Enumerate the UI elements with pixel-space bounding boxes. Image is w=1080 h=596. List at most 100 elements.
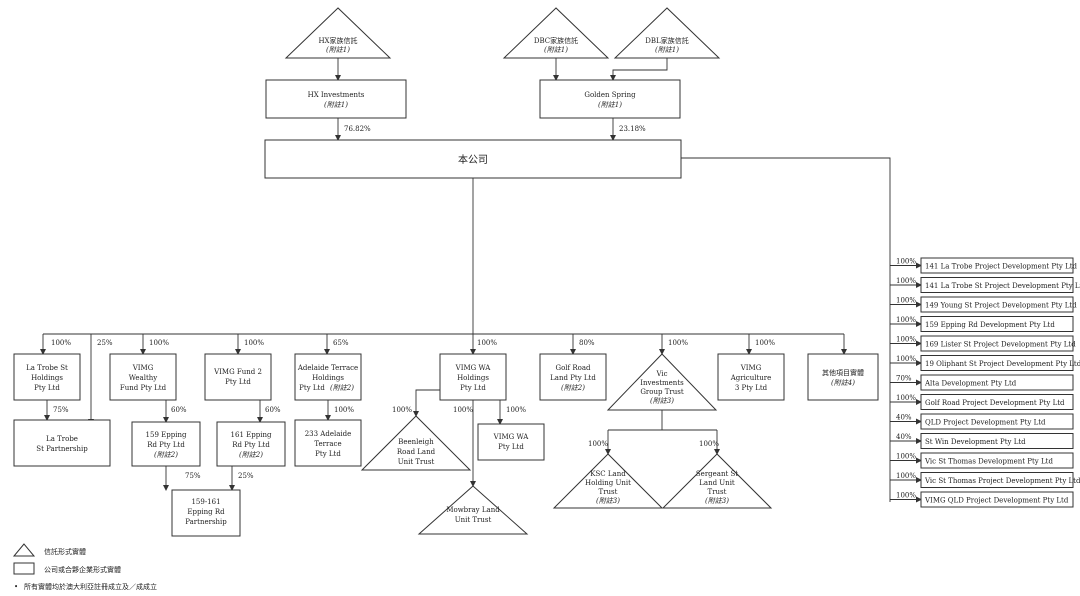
svg-text:25%: 25% — [97, 339, 113, 347]
svg-text:Rd Pty Ltd: Rd Pty Ltd — [147, 441, 185, 449]
svg-text:Unit Trust: Unit Trust — [455, 516, 492, 524]
svg-text:Epping Rd: Epping Rd — [187, 508, 225, 516]
right-list-entity-name: Vic St Thomas Development Pty Ltd — [924, 458, 1053, 466]
svg-text:Holding Unit: Holding Unit — [585, 479, 631, 487]
svg-text:Beenleigh: Beenleigh — [398, 438, 434, 446]
right-list-pct: 100% — [896, 336, 916, 344]
right-list-pct: 100% — [896, 453, 916, 461]
svg-text:100%: 100% — [588, 440, 608, 448]
right-list-entity-name: QLD Project Development Pty Ltd — [925, 419, 1046, 427]
svg-text:Trust: Trust — [708, 488, 727, 496]
svg-text:161 Epping: 161 Epping — [231, 431, 272, 439]
right-list: 100%141 La Trobe Project Development Pty… — [890, 257, 1080, 508]
svg-text:VIMG: VIMG — [740, 364, 762, 372]
right-list-box — [920, 335, 1074, 352]
svg-text:60%: 60% — [171, 406, 187, 414]
svg-text:100%: 100% — [392, 406, 412, 414]
dbc-family-trust: DBC家族信託 (附註1) — [502, 7, 610, 59]
right-list-entity-name: St Win Development Pty Ltd — [925, 438, 1026, 446]
right-list-pct: 100% — [896, 258, 916, 266]
svg-text:Pty Ltd: Pty Ltd — [34, 384, 60, 392]
svg-text:La Trobe St: La Trobe St — [26, 364, 68, 372]
svg-text:(附註2): (附註2) — [561, 384, 585, 392]
svg-text:Terrace: Terrace — [314, 440, 341, 448]
pct-hx: 76.82% — [344, 125, 371, 133]
svg-text:65%: 65% — [333, 339, 349, 347]
right-list-box — [920, 491, 1074, 508]
golf-road-land-box: Golf Road Land Pty Ltd (附註2) — [539, 353, 607, 401]
svg-text:(附註1): (附註1) — [324, 101, 348, 109]
vimg-wa-box: VIMG WA Pty Ltd — [477, 423, 545, 461]
right-list-box — [920, 257, 1074, 274]
vimg-wa-holdings-box: VIMG WA Holdings Pty Ltd — [439, 353, 507, 401]
svg-text:Vic: Vic — [655, 370, 667, 378]
right-list-box — [920, 452, 1074, 469]
right-list-pct: 100% — [896, 316, 916, 324]
svg-text:(附註4): (附註4) — [831, 379, 855, 387]
pct-golden: 23.18% — [619, 125, 646, 133]
sergeant-trust: Sergeant St Land Unit Trust (附註3) — [661, 453, 773, 509]
svg-text:Pty Ltd: Pty Ltd — [225, 378, 251, 386]
right-list-box — [920, 374, 1074, 391]
svg-text:KSC Land: KSC Land — [590, 470, 626, 478]
svg-text:(附註2): (附註2) — [330, 384, 354, 392]
svg-text:La Trobe: La Trobe — [46, 435, 78, 443]
svg-text:159-161: 159-161 — [191, 498, 220, 506]
other-entities-box: 其他項目實體 (附註4) — [807, 353, 879, 401]
svg-text:其他項目實體: 其他項目實體 — [822, 368, 864, 377]
right-list-box — [920, 355, 1074, 371]
svg-text:Pty Ltd: Pty Ltd — [498, 443, 524, 451]
svg-text:Partnership: Partnership — [185, 518, 227, 526]
svg-text:100%: 100% — [755, 339, 775, 347]
right-list-entity-name: 159 Epping Rd Development Pty Ltd — [925, 321, 1055, 329]
svg-text:Holdings: Holdings — [31, 374, 63, 382]
svg-text:Land Unit: Land Unit — [699, 479, 735, 487]
legend-box-icon — [13, 562, 35, 575]
svg-text:(附註2): (附註2) — [239, 451, 263, 459]
svg-text:Unit Trust: Unit Trust — [398, 458, 435, 466]
right-list-entity-name: 169 Lister St Project Development Pty Lt… — [925, 341, 1076, 349]
svg-text:233 Adelaide: 233 Adelaide — [305, 430, 352, 438]
la-trobe-partnership-box: La Trobe St Partnership — [13, 419, 111, 467]
svg-text:100%: 100% — [477, 339, 497, 347]
svg-text:VIMG Fund 2: VIMG Fund 2 — [213, 368, 262, 376]
right-list-pct: 100% — [896, 394, 916, 402]
svg-text:100%: 100% — [51, 339, 71, 347]
svg-text:80%: 80% — [579, 339, 595, 347]
svg-text:Holdings: Holdings — [312, 374, 344, 382]
right-list-entity-name: 141 La Trobe St Project Development Pty … — [925, 282, 1080, 290]
svg-text:100%: 100% — [453, 406, 473, 414]
adelaide-holdings-box: Adelaide Terrace Holdings Pty Ltd (附註2) — [294, 353, 362, 401]
vimg-fund2-box: VIMG Fund 2 Pty Ltd — [204, 353, 272, 401]
svg-text:75%: 75% — [53, 406, 69, 414]
right-list-pct: 100% — [896, 472, 916, 480]
right-list-pct: 100% — [896, 277, 916, 285]
svg-text:Pty Ltd: Pty Ltd — [315, 450, 341, 458]
epping-161-box: 161 Epping Rd Pty Ltd (附註2) — [216, 421, 286, 467]
svg-text:100%: 100% — [244, 339, 264, 347]
svg-text:Sergeant St: Sergeant St — [696, 470, 738, 478]
svg-text:25%: 25% — [238, 472, 254, 480]
svg-text:Agriculture: Agriculture — [730, 374, 772, 382]
vimg-wealthy-box: VIMG Wealthy Fund Pty Ltd — [109, 353, 177, 401]
svg-text:(附註1): (附註1) — [326, 46, 350, 54]
svg-text:VIMG: VIMG — [132, 364, 154, 372]
svg-text:Golf Road: Golf Road — [556, 364, 592, 372]
vimg-agriculture-box: VIMG Agriculture 3 Pty Ltd — [717, 353, 785, 401]
svg-text:(附註3): (附註3) — [705, 497, 729, 505]
right-list-pct: 100% — [896, 297, 916, 305]
right-list-pct: 100% — [896, 492, 916, 500]
epping-partnership-box: 159-161 Epping Rd Partnership — [171, 489, 241, 537]
svg-text:HX家族信託: HX家族信託 — [318, 36, 357, 45]
svg-text:60%: 60% — [265, 406, 281, 414]
right-list-entity-name: 149 Young St Project Development Pty Ltd — [925, 302, 1077, 310]
svg-text:100%: 100% — [334, 406, 354, 414]
hx-family-trust: HX家族信託 (附註1) — [284, 7, 392, 59]
svg-text:Road Land: Road Land — [397, 448, 436, 456]
legend-note: 所有實體均於澳大利亞註冊成立及／成成立 — [24, 582, 157, 591]
svg-text:Group Trust: Group Trust — [640, 388, 683, 396]
svg-text:(附註1): (附註1) — [598, 101, 622, 109]
svg-text:(附註1): (附註1) — [655, 46, 679, 54]
la-trobe-holdings-box: La Trobe St Holdings Pty Ltd — [13, 353, 81, 401]
